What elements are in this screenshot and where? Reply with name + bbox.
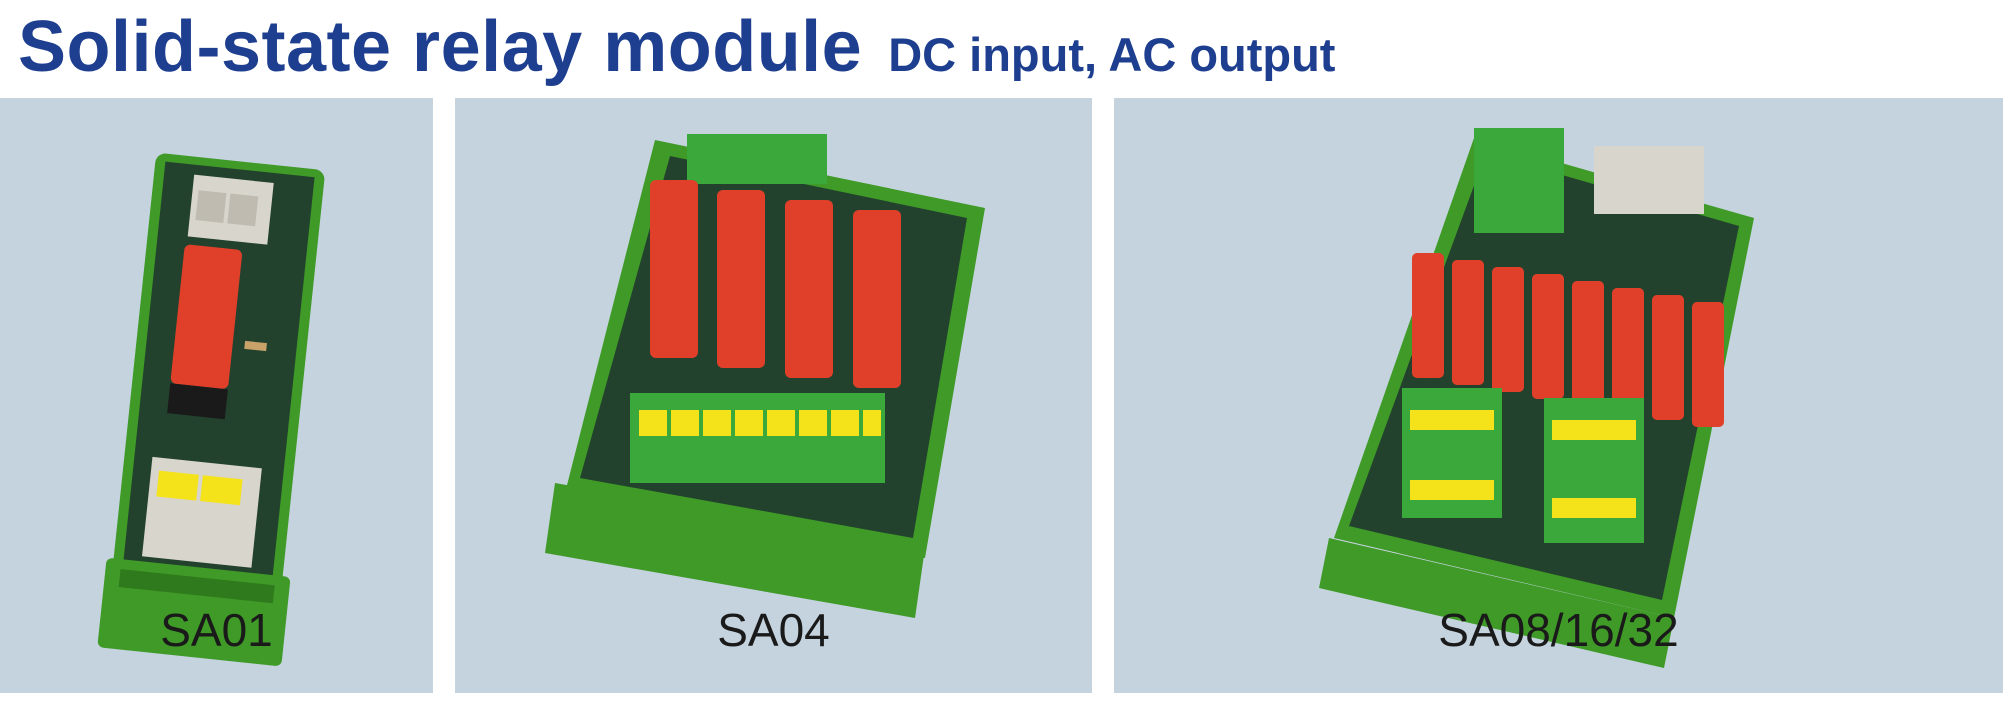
relay	[1452, 260, 1484, 385]
relay	[1612, 288, 1644, 413]
relay	[853, 210, 901, 388]
relay-row	[1412, 253, 1724, 427]
relay	[650, 180, 698, 358]
product-photo-sa01	[97, 153, 325, 666]
relay	[1532, 274, 1564, 399]
terminal-label	[156, 470, 199, 501]
terminal-label-row	[639, 410, 881, 436]
page-subtitle: DC input, AC output	[888, 28, 1336, 81]
product-caption: SA08/16/32	[1438, 604, 1679, 656]
relay	[717, 190, 765, 368]
relay	[1412, 253, 1444, 378]
relay	[1572, 281, 1604, 406]
relay	[1692, 302, 1724, 427]
rail-foot	[1319, 538, 1674, 668]
product-photo-sa08	[1319, 128, 1754, 668]
product-panel-sa08: SA08/16/32	[1114, 98, 2003, 693]
relay	[170, 244, 242, 389]
rail-foot	[545, 483, 925, 618]
output-terminal-block	[1402, 388, 1644, 543]
product-panel-sa01: SA01	[0, 98, 433, 693]
relay-row	[650, 180, 901, 388]
product-photo-sa04	[545, 134, 985, 618]
ribbon-connector	[1594, 146, 1704, 214]
relay	[1652, 295, 1684, 420]
input-terminal-block	[687, 134, 827, 184]
product-panel-sa04: SA04	[455, 98, 1092, 693]
resistor	[244, 340, 267, 352]
page-header: Solid-state relay module DC input, AC ou…	[18, 0, 1335, 95]
relay	[785, 200, 833, 378]
relay	[1492, 267, 1524, 392]
product-caption: SA04	[717, 604, 830, 656]
input-terminal-block	[1474, 128, 1564, 233]
page-title: Solid-state relay module	[18, 7, 863, 87]
terminal-label	[200, 475, 243, 506]
output-terminal-block	[630, 393, 885, 483]
product-caption: SA01	[160, 604, 273, 656]
